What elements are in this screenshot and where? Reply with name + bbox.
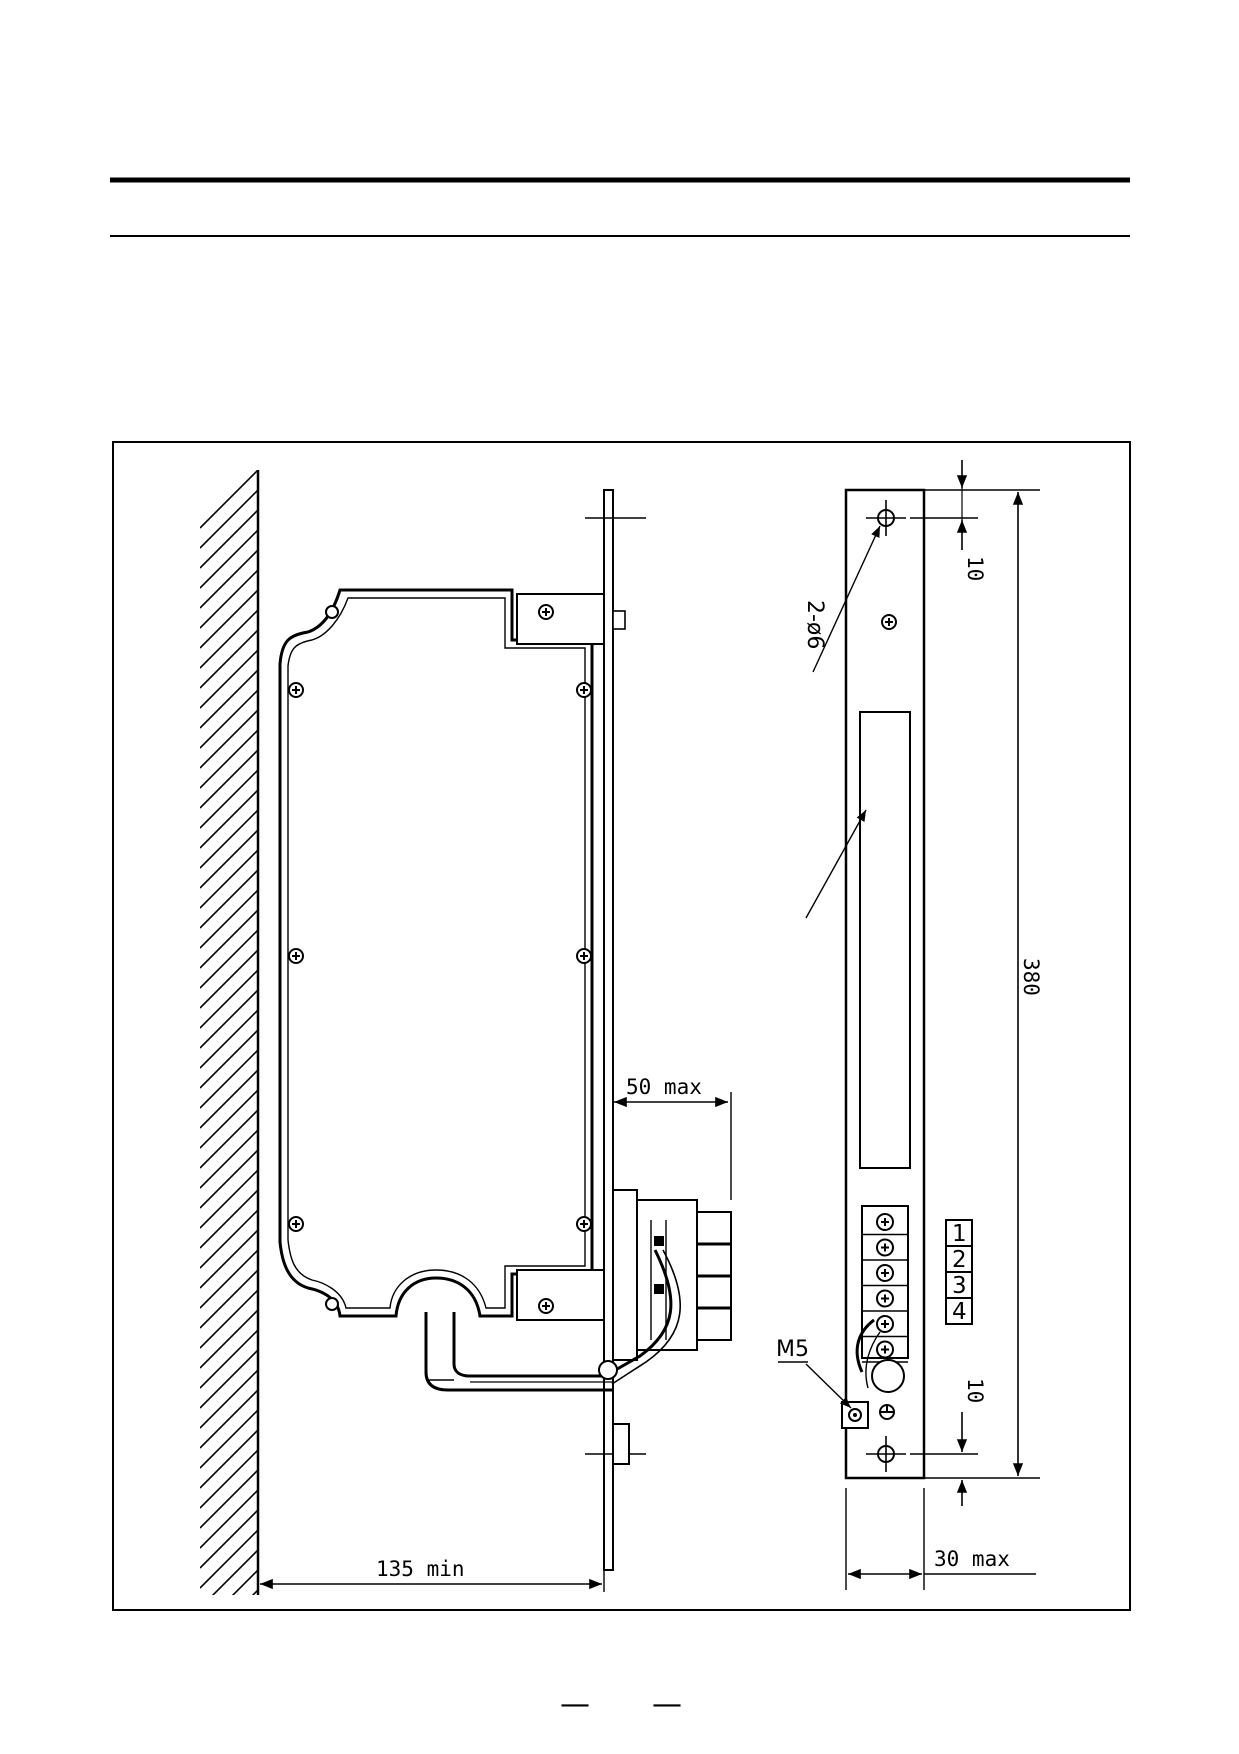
terminal-screw <box>876 1315 894 1333</box>
terminal-number: 4 <box>952 1299 967 1325</box>
label-window <box>859 711 911 1169</box>
dim-top-margin-label: 10 <box>963 556 987 581</box>
mounting-hole-bottom <box>866 1436 906 1472</box>
bracket-top <box>516 593 605 645</box>
cable <box>424 1312 612 1392</box>
figure-frame <box>112 441 1131 1611</box>
dim-panel-depth-label: 30 max <box>934 1547 1010 1571</box>
housing <box>278 588 594 1318</box>
terminal-screw <box>876 1238 894 1257</box>
terminal-number-cell <box>945 1245 973 1273</box>
bracket-bottom <box>516 1269 605 1321</box>
dim-wall-clearance-label: 135 min <box>376 1557 465 1581</box>
footer-mark-right: — <box>652 1687 682 1722</box>
terminal-screw <box>876 1264 894 1282</box>
terminal-number-cell <box>945 1271 973 1299</box>
terminal-screw <box>876 1289 894 1308</box>
terminal-number-cell <box>945 1219 973 1247</box>
unit-side-view: 50 max 135 min <box>260 489 732 1592</box>
mounting-plate <box>603 489 614 1571</box>
terminal-number: 2 <box>952 1247 967 1273</box>
dim-bottom-margin-label: 10 <box>963 1378 987 1403</box>
mounting-hole-top <box>866 500 906 536</box>
terminal-number-cell <box>945 1297 973 1325</box>
earth-symbol <box>879 1404 895 1420</box>
label-window-leader <box>805 809 867 919</box>
terminal-block-side <box>598 1189 732 1465</box>
terminal-strip <box>861 1205 909 1363</box>
ground-screw-label: M5 <box>776 1337 809 1362</box>
terminal-number: 3 <box>952 1273 967 1299</box>
terminal-screw <box>876 1213 894 1231</box>
footer-mark-left: — <box>560 1687 590 1722</box>
wall <box>200 470 260 1595</box>
dim-terminal-projection-label: 50 max <box>626 1075 702 1099</box>
dim-overall-height-label: 380 <box>1019 958 1043 996</box>
mounting-holes-label: 2-ø6 <box>802 600 827 649</box>
terminal-number: 1 <box>952 1221 967 1247</box>
terminal-screw <box>876 1340 894 1359</box>
